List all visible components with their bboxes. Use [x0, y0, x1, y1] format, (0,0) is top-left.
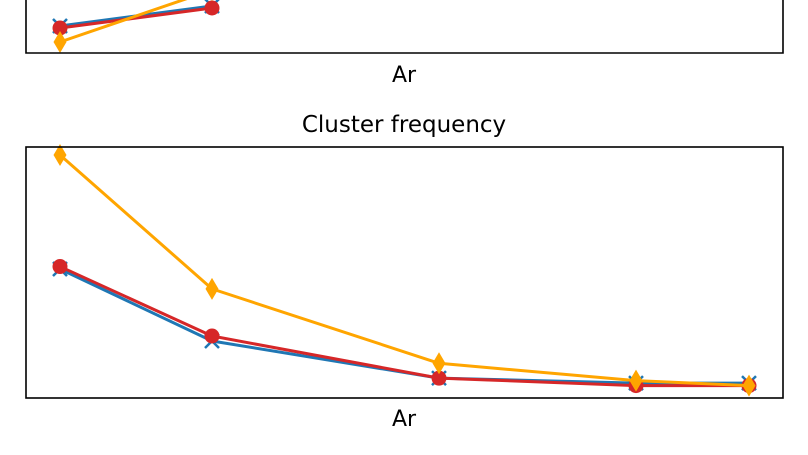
series-2-point-2 [204, 0, 220, 16]
series-3-point-3 [432, 352, 446, 375]
series-line-3 [58, 153, 751, 388]
xlabel-top: Ar [392, 63, 417, 88]
series-line-1 [58, 267, 751, 385]
panel-top: Ar [25, 0, 784, 88]
series-line-3 [58, 0, 188, 44]
series-2-point-1 [52, 20, 68, 36]
series-3-point-1 [53, 31, 67, 53]
axes-frame-bottom [25, 146, 784, 399]
axes-frame-top [25, 0, 784, 54]
panel-bottom: Cluster frequency Ar [25, 112, 784, 432]
series-2-point-2 [204, 328, 220, 344]
series-line-2 [58, 265, 751, 388]
plot-area-top [52, 0, 220, 53]
chart-title: Cluster frequency [302, 112, 506, 138]
series-line-2 [58, 6, 214, 30]
series-3-point-4 [629, 369, 643, 392]
plot-area-bottom [52, 143, 757, 397]
series-3-point-2 [205, 277, 219, 300]
series-3-point-2 [211, 0, 213, 1]
xlabel-bottom: Ar [392, 407, 417, 432]
series-2-point-1 [52, 259, 68, 275]
series-3-point-5 [742, 374, 756, 397]
series-2-point-3 [431, 370, 447, 386]
series-3-point-1 [53, 143, 67, 166]
